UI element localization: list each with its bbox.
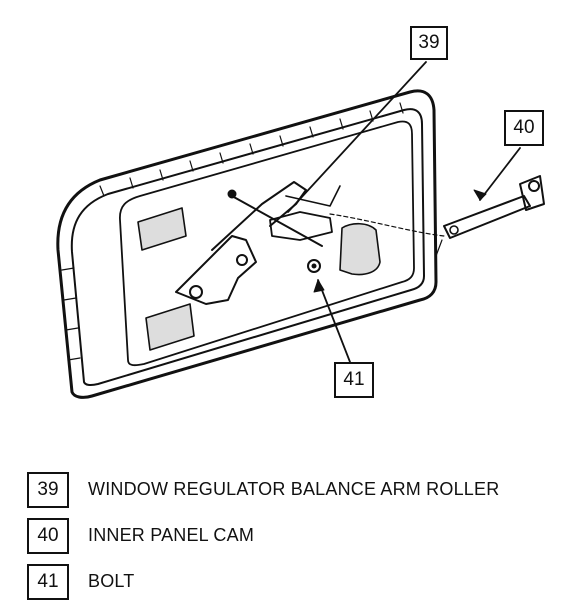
legend-description: WINDOW REGULATOR BALANCE ARM ROLLER <box>88 479 500 499</box>
callout-41: 41 <box>334 362 374 398</box>
legend-row-40: 40 INNER PANEL CAM <box>27 518 547 554</box>
legend-number: 40 <box>27 518 69 554</box>
door-outer-frame <box>56 89 438 399</box>
inner-panel-cam <box>443 195 531 239</box>
parts-legend: 39 WINDOW REGULATOR BALANCE ARM ROLLER 4… <box>27 472 547 610</box>
regulator-arm <box>175 235 257 305</box>
legend-row-39: 39 WINDOW REGULATOR BALANCE ARM ROLLER <box>27 472 547 508</box>
door-assembly-diagram <box>56 61 545 399</box>
callout-40: 40 <box>504 110 544 146</box>
access-hole-upper <box>137 207 187 251</box>
callout-39: 39 <box>410 26 448 60</box>
access-hole-lower <box>145 303 195 351</box>
bolt-41 <box>307 259 321 273</box>
leader-40 <box>479 147 521 201</box>
legend-row-41: 41 BOLT <box>27 564 547 600</box>
door-inner-panel <box>119 120 415 367</box>
legend-number: 41 <box>27 564 69 600</box>
access-hole-right <box>339 222 381 276</box>
door-inner-frame <box>70 108 425 387</box>
legend-number: 39 <box>27 472 69 508</box>
leader-39 <box>287 61 427 213</box>
legend-description: BOLT <box>88 571 135 591</box>
leader-41 <box>317 279 351 363</box>
legend-description: INNER PANEL CAM <box>88 525 255 545</box>
